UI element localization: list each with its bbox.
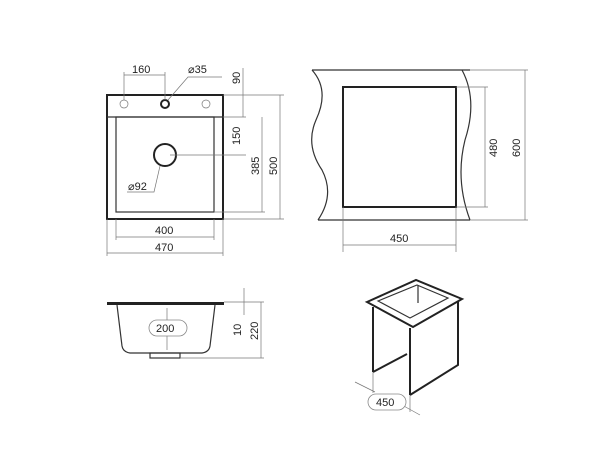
cabinet-cutout-view: 450 480 600 (311, 69, 528, 252)
dim-bowl-depth: 200 (156, 323, 174, 335)
dim-bowl-length: 385 (250, 157, 262, 175)
optional-hole-right (201, 99, 211, 109)
isometric-cabinet-view: 450 (354, 278, 465, 416)
dim-bowl-width: 400 (155, 225, 173, 237)
dim-tap-hole: ⌀35 (188, 64, 207, 76)
optional-hole-left (119, 99, 129, 109)
dim-worktop-depth: 600 (511, 139, 523, 157)
dim-total-width: 470 (155, 242, 173, 254)
top-view: 160 ⌀35 90 150 385 500 ⌀92 400 470 (106, 64, 284, 256)
dim-cabinet-width: 450 (376, 397, 394, 409)
dim-holes-spacing: 160 (132, 64, 150, 76)
dim-drain: ⌀92 (128, 181, 147, 193)
dim-cutout-depth: 480 (488, 139, 500, 157)
dim-flange: 10 (232, 324, 244, 336)
tap-hole (160, 99, 170, 109)
dim-total-height: 220 (249, 322, 261, 340)
dim-total-length: 500 (268, 157, 280, 175)
dim-cutout-width: 450 (390, 233, 408, 245)
side-view: 200 10 220 (107, 288, 264, 359)
dim-drain-offset: 150 (231, 127, 243, 145)
dim-top-band: 90 (231, 72, 243, 84)
